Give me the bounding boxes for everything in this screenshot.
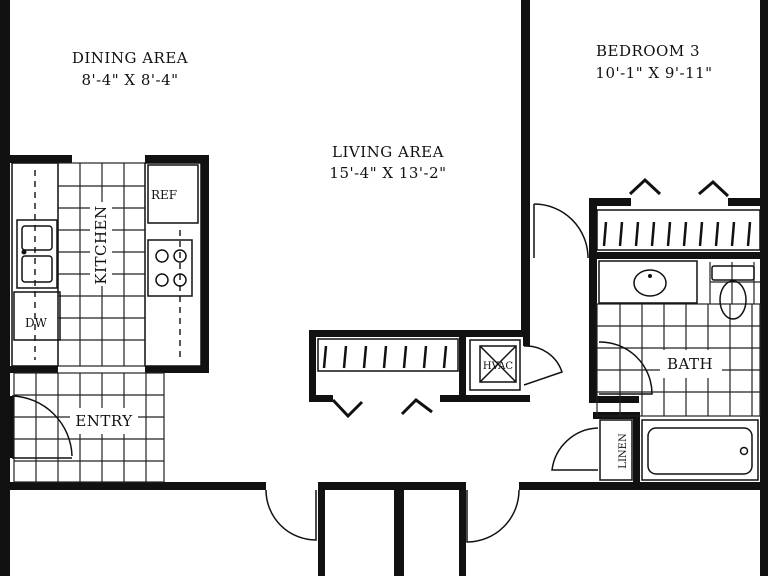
sink-icon <box>16 219 58 289</box>
living-closet <box>317 338 563 419</box>
hvac-label: HVAC <box>483 361 513 372</box>
bedroom-door-icon <box>533 203 589 259</box>
living-area-name: LIVING AREA <box>332 143 444 161</box>
refrigerator-icon <box>147 164 199 224</box>
refrigerator-label: REF <box>151 188 177 202</box>
entry <box>11 372 165 483</box>
entry-label: ENTRY <box>75 412 133 430</box>
bifold-door-icon <box>628 177 662 196</box>
entry-door-icon <box>11 395 73 459</box>
bath-label: BATH <box>667 355 713 373</box>
kitchen-label: KITCHEN <box>92 205 110 284</box>
dishwasher-label: DW <box>25 316 48 330</box>
dining-area-dims: 8'-4" X 8'-4" <box>81 71 178 89</box>
linen-label: LINEN <box>618 433 629 469</box>
bath <box>551 260 761 481</box>
lower-doors <box>265 489 520 543</box>
bifold-door-icon <box>400 398 433 416</box>
bedroom-closet <box>596 177 761 251</box>
bathtub-icon <box>641 419 759 481</box>
bath-tile-floor <box>596 262 761 417</box>
toilet-icon <box>711 265 755 320</box>
bifold-door-icon <box>698 179 730 198</box>
bedroom-3-dims: 10'-1" X 9'-11" <box>595 64 712 82</box>
kitchen <box>11 162 202 367</box>
bifold-door-icon <box>331 398 364 419</box>
door-swing-icon <box>265 489 317 541</box>
linen-closet <box>551 419 633 481</box>
linen-door-icon <box>551 427 599 471</box>
door-swing-icon <box>466 489 520 543</box>
hvac-unit-icon <box>469 339 521 391</box>
dining-area-name: DINING AREA <box>72 49 188 67</box>
bedroom-3-name: BEDROOM 3 <box>596 42 700 60</box>
living-area-dims: 15'-4" X 13'-2" <box>329 164 446 182</box>
dishwasher-icon <box>13 291 61 341</box>
hvac-door-icon <box>523 345 563 386</box>
stove-icon <box>147 239 193 297</box>
vanity-sink-icon <box>598 260 698 304</box>
bath-door-icon <box>598 341 653 395</box>
